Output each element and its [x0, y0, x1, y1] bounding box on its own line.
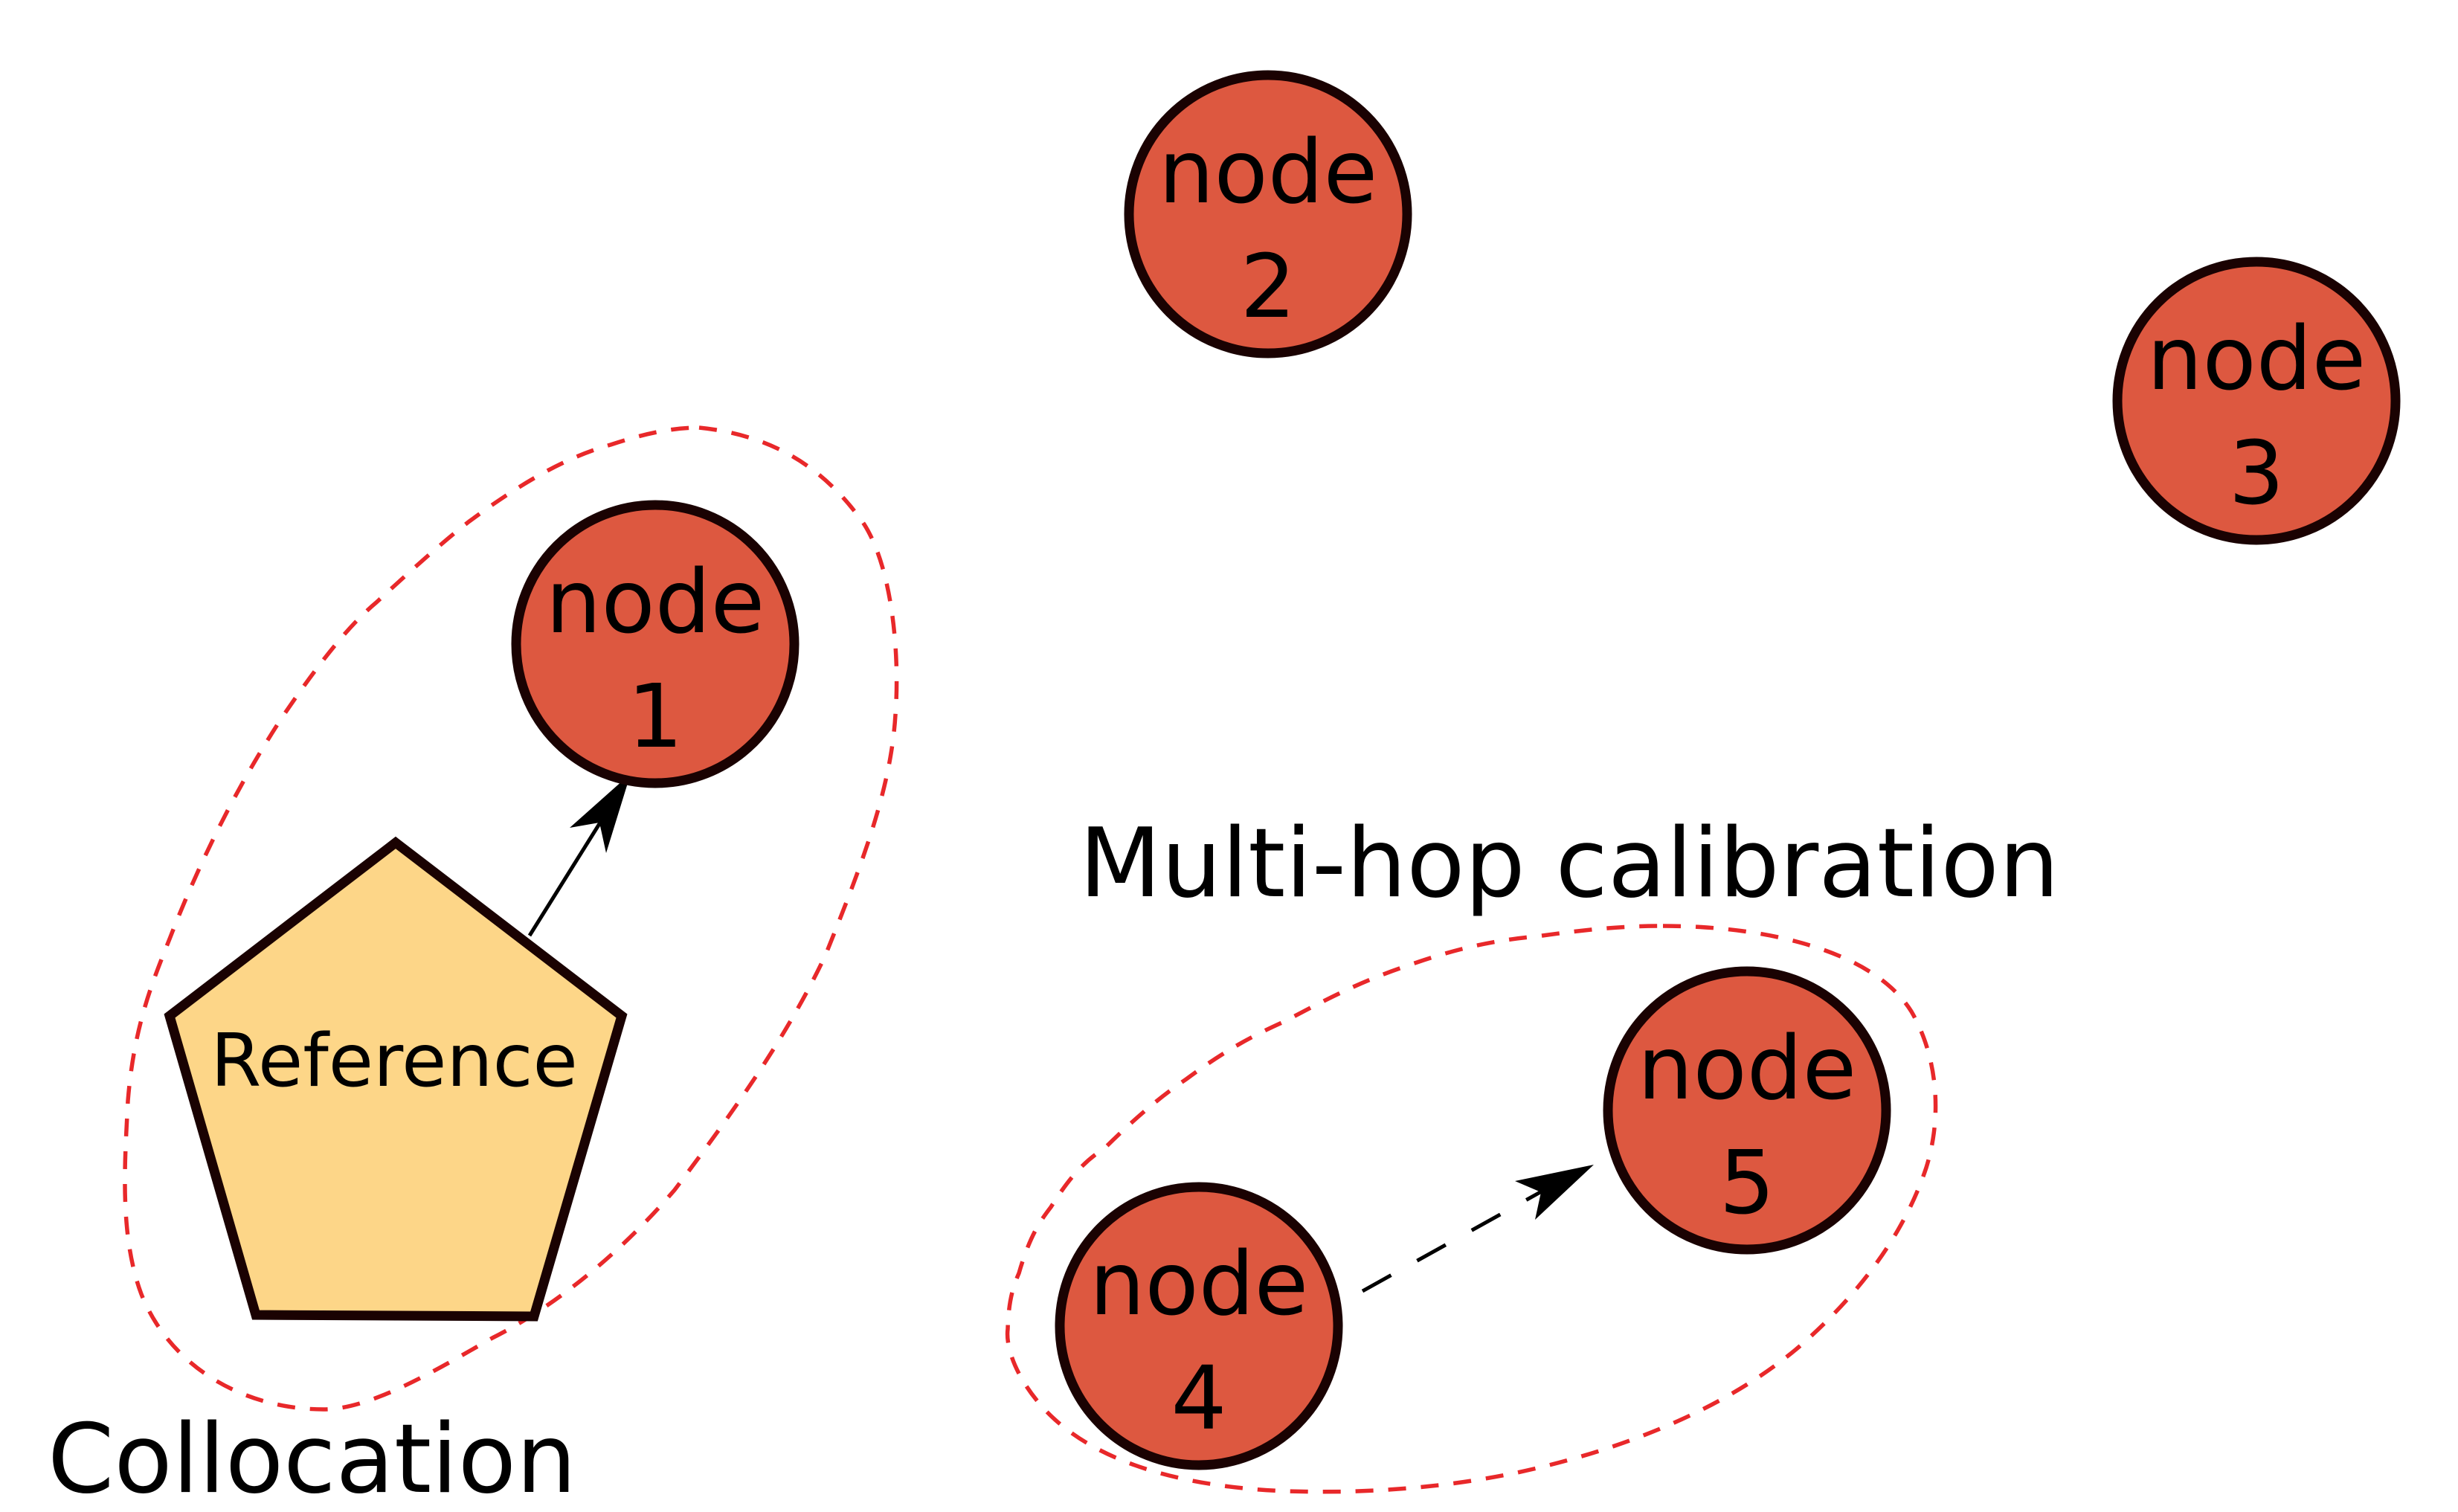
reference-pentagon — [164, 836, 628, 1322]
node-label-line2: 3 — [2228, 422, 2284, 524]
node-label-line1: node — [546, 550, 765, 653]
node-circle — [1124, 70, 1412, 358]
node-circle — [1055, 1182, 1343, 1470]
arrowhead-icon — [1515, 1165, 1594, 1220]
edge-reference-to-node1 — [527, 773, 631, 937]
node-circle — [511, 500, 800, 788]
node-2[interactable]: node 2 — [1124, 70, 1412, 358]
reference-label: Reference — [210, 1019, 578, 1104]
edge-node4-to-node5 — [1361, 1165, 1594, 1293]
multi-hop-group-outline — [1005, 924, 1938, 1494]
node-label-line2: 2 — [1240, 235, 1296, 338]
node-label-line1: node — [1090, 1232, 1308, 1335]
multi-hop-calibration-label: Multi-hop calibration — [1079, 808, 2059, 919]
collocation-label: Collocation — [48, 1404, 576, 1512]
node-3[interactable]: node 3 — [2112, 257, 2401, 545]
node-4[interactable]: node 4 — [1055, 1182, 1343, 1470]
node-5[interactable]: node 5 — [1603, 966, 1891, 1255]
reference-node[interactable]: Reference — [164, 836, 628, 1322]
arrowhead-icon — [570, 773, 631, 853]
node-label-line1: node — [2147, 307, 2366, 410]
edge-line — [527, 815, 606, 937]
node-label-line2: 1 — [627, 665, 683, 768]
node-circle — [1603, 966, 1891, 1255]
node-1[interactable]: node 1 — [511, 500, 800, 788]
node-label-line2: 4 — [1171, 1347, 1226, 1450]
node-label-line1: node — [1638, 1017, 1856, 1119]
node-label-line1: node — [1159, 120, 1377, 223]
node-circle — [2112, 257, 2401, 545]
node-label-line2: 5 — [1719, 1131, 1775, 1234]
